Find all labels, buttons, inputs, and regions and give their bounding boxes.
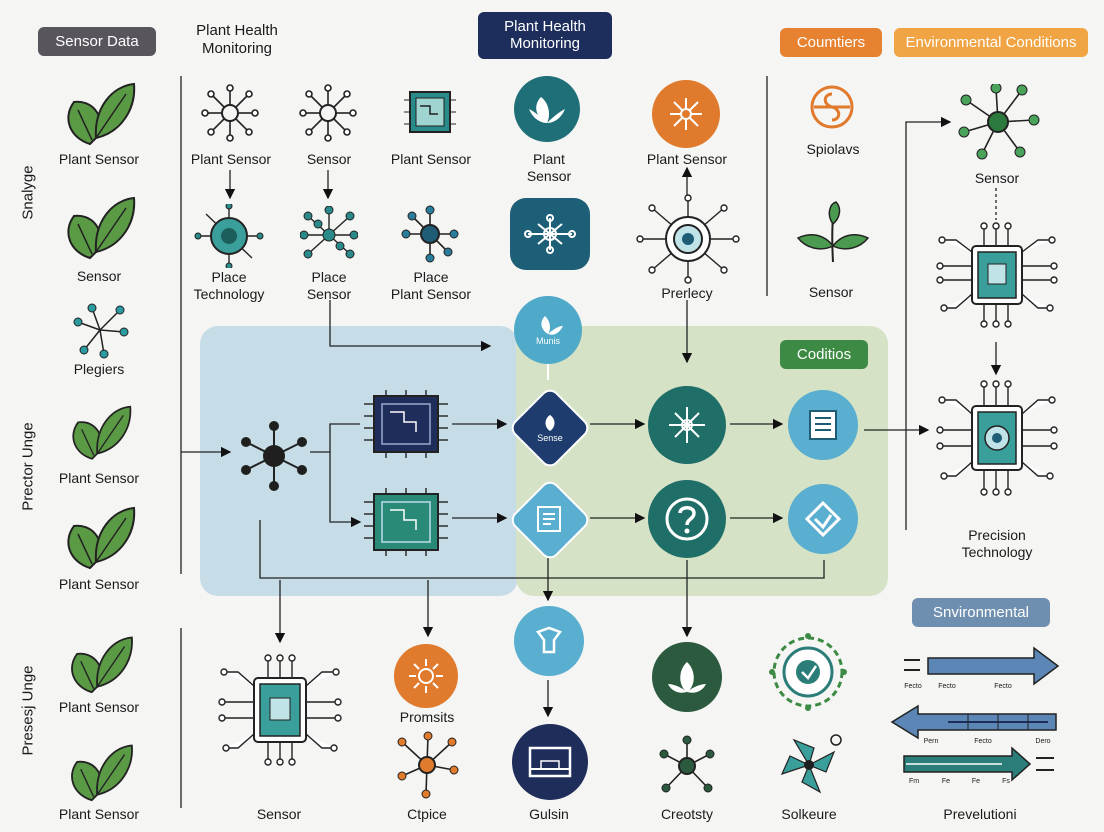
sensor-data-header: Sensor Data [38, 27, 156, 57]
row1-label-sensor-a: Sensor [306, 151, 352, 167]
bottom-label-sensor: Sensor [256, 806, 302, 822]
orange-sun-icon [394, 644, 458, 708]
row1-label-sensor-right: Sensor [974, 170, 1020, 186]
munis-label: Munis [535, 336, 560, 346]
green-gear-ring-icon [769, 633, 847, 711]
sense-node-content: Sense [520, 398, 580, 458]
leaf-icon [71, 744, 133, 802]
arrow-row-3-tick-3: Fe [971, 778, 981, 785]
blue-zone [200, 326, 518, 596]
teal-cluster-icon [300, 206, 358, 259]
bottom-label-solkeure: Solkeure [781, 806, 837, 822]
left-label-6: Plant Sensor [58, 699, 140, 715]
side-label-presesj-unge: Presesj Unge [19, 665, 37, 756]
munis-node: Munis [514, 296, 582, 364]
arrow-row-3 [903, 746, 1054, 782]
arrow-row-1 [904, 646, 1060, 686]
plant-health-col-header: Plant Health Monitoring [196, 22, 278, 57]
bottom-label-gulsin: Gulsin [529, 806, 569, 822]
plant-health-leaf-icon [514, 76, 580, 142]
dark-network-icon [659, 735, 715, 793]
leaf-icon [67, 82, 136, 146]
document-icon [537, 506, 561, 532]
row2-label-place-sensor: Place Sensor [306, 269, 352, 302]
chevron-node-icon [514, 606, 584, 676]
circuit-chip-icon [936, 222, 1058, 328]
bottom-circuit-chip-icon [218, 654, 342, 766]
arrow-row-2-tick-1: Pern [923, 738, 939, 745]
side-label-prector-unge: Prector Unge [19, 422, 37, 511]
row1-label-plant-sensor-d: Plant Sensor [646, 151, 728, 167]
sense-label: Sense [537, 433, 563, 443]
bottom-label-prevelutioni: Prevelutioni [943, 806, 1017, 822]
coditios-badge: Coditios [780, 340, 868, 370]
left-label-1: Plant Sensor [58, 151, 140, 167]
row2-label-place-technology: Place Technology [193, 269, 265, 302]
circuit-burst-icon [201, 84, 259, 142]
chip-icon [404, 91, 456, 133]
network-square-icon [510, 198, 590, 270]
left-label-2: Sensor [76, 268, 122, 284]
arrow-row-3-tick-4: Fs [1002, 778, 1010, 785]
green-network-icon [958, 84, 1040, 160]
left-label-3: Plegiers [73, 361, 125, 377]
navy-chip-icon [364, 390, 448, 458]
row2-label-place-plant-sensor: Place Plant Sensor [390, 269, 472, 302]
dark-green-leaf-icon [652, 642, 722, 712]
teal-gear-node-icon [194, 204, 264, 268]
orange-flower-icon [652, 80, 720, 148]
coumiers-header: Coumtiers [780, 28, 882, 58]
arrow-row-2 [890, 704, 1057, 740]
leaf-icon [71, 636, 133, 694]
orange-network-icon [397, 731, 459, 799]
row2-label-prerlecy: Prerlecy [661, 285, 713, 301]
leaf-icon [72, 405, 132, 460]
arrow-row-3-tick-2: Fe [941, 778, 951, 785]
left-label-4: Plant Sensor [58, 470, 140, 486]
bottom-label-creotsty: Creotsty [660, 806, 714, 822]
hub-node-icon [241, 421, 307, 491]
list-node-icon [788, 390, 858, 460]
arrow-row-2-tick-3: Dero [1035, 738, 1051, 745]
compass-node-icon [648, 386, 726, 464]
arrow-row-2-tick-2: Fecto [974, 738, 992, 745]
row1-label-plant-sensor-a: Plant Sensor [190, 151, 272, 167]
network-node-icon [73, 303, 129, 359]
side-label-snalyge: Snalyge [19, 165, 37, 220]
arrow-row-1-tick-1: Fecto [904, 683, 922, 690]
arrow-row-3-tick-1: Fm [908, 778, 920, 785]
diamond-check-node-icon [788, 484, 858, 554]
circuit-burst-icon [299, 84, 357, 142]
row2-label-sensor-green: Sensor [808, 284, 854, 300]
plant-health-box: Plant Health Monitoring [478, 12, 612, 59]
row1-label-plant-sensor-b: Plant Sensor [390, 151, 472, 167]
screen-node-icon [512, 724, 588, 800]
leaf-icon [67, 506, 136, 570]
arrow-row-1-tick-3: Fecto [994, 683, 1012, 690]
snvironmental-badge: Snvironmental [912, 598, 1050, 628]
left-label-5: Plant Sensor [58, 576, 140, 592]
env-conditions-header: Environmental Conditions [894, 28, 1088, 58]
question-node-icon [648, 480, 726, 558]
pinwheel-icon [780, 734, 842, 794]
precision-technology-label: Precision Technology [961, 527, 1033, 560]
row1-label-spiolavs: Spiolavs [806, 141, 860, 157]
arrow-row-1-tick-2: Fecto [938, 683, 956, 690]
circuit-chip-icon [936, 380, 1058, 496]
bottom-label-ctpice: Ctpice [407, 806, 447, 822]
green-sprout-icon [796, 201, 870, 263]
row1-label-plant-sensor-c: Plant Sensor [526, 151, 572, 184]
orange-swirl-icon [810, 85, 854, 129]
leaf-icon [67, 196, 136, 260]
teal-chip-icon [364, 488, 448, 556]
left-label-7: Plant Sensor [58, 806, 140, 822]
bottom-label-promsits: Promsits [399, 709, 455, 725]
target-burst-icon [636, 194, 740, 284]
molecule-icon [401, 205, 459, 263]
